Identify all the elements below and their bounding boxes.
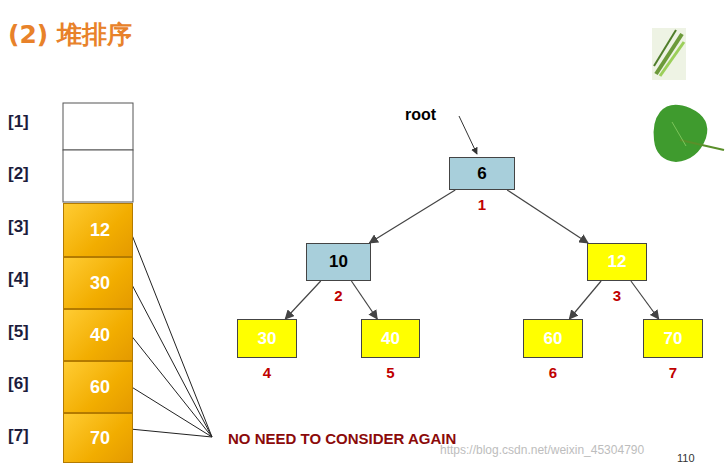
- page-number: 110: [677, 452, 695, 464]
- array-cell: 40: [63, 309, 133, 361]
- tree-node: 405: [361, 319, 420, 358]
- root-label: root: [405, 106, 436, 124]
- index-label: [7]: [8, 426, 29, 446]
- index-label: [3]: [8, 217, 29, 237]
- array-cell: 70: [63, 413, 133, 463]
- tree-node: 606: [523, 319, 583, 358]
- tree-node: 707: [643, 319, 703, 358]
- node-index: 4: [238, 364, 296, 381]
- node-index: 6: [524, 364, 582, 381]
- index-label: [1]: [8, 112, 29, 132]
- ginkgo-picture: [654, 105, 724, 162]
- node-value: 40: [381, 329, 400, 349]
- node-index: 2: [307, 287, 370, 304]
- tree-edge: [631, 281, 659, 319]
- index-label: [2]: [8, 164, 29, 184]
- tree-node: 304: [237, 319, 297, 358]
- node-value: 30: [90, 273, 110, 294]
- node-index: 1: [450, 196, 514, 213]
- node-value: 6: [477, 164, 486, 184]
- tree-node: 102: [306, 243, 371, 281]
- array-cell: 12: [63, 203, 133, 257]
- node-value: 70: [90, 428, 110, 449]
- node-value: 12: [608, 252, 627, 272]
- node-value: 30: [258, 329, 277, 349]
- tree-edge: [507, 190, 588, 243]
- node-value: 12: [90, 220, 110, 241]
- note-text: NO NEED TO CONSIDER AGAIN: [228, 430, 456, 447]
- node-index: 3: [588, 287, 646, 304]
- empty-cell: [63, 103, 133, 150]
- node-index: 7: [644, 364, 702, 381]
- empty-cell: [63, 150, 133, 202]
- slide-title: (2) 堆排序: [8, 18, 132, 51]
- tree-edge: [569, 281, 601, 319]
- node-value: 40: [90, 325, 110, 346]
- root-pointer: [459, 116, 477, 154]
- tree-edge: [369, 190, 455, 243]
- index-label: [4]: [8, 269, 29, 289]
- index-label: [6]: [8, 374, 29, 394]
- tree-node: 123: [587, 243, 647, 281]
- tree-edge: [285, 281, 321, 319]
- node-value: 60: [544, 329, 563, 349]
- array-cell: 30: [63, 257, 133, 309]
- node-index: 5: [362, 364, 419, 381]
- tree-edge: [351, 281, 377, 319]
- node-value: 70: [664, 329, 683, 349]
- leaf-picture: [652, 28, 686, 80]
- tree-node: 61: [449, 157, 515, 190]
- watermark: https://blog.csdn.net/weixin_45304790: [440, 443, 644, 457]
- index-label: [5]: [8, 322, 29, 342]
- node-value: 10: [329, 252, 348, 272]
- leader-lines: [130, 230, 212, 437]
- node-value: 60: [90, 377, 110, 398]
- array-cell: 60: [63, 361, 133, 413]
